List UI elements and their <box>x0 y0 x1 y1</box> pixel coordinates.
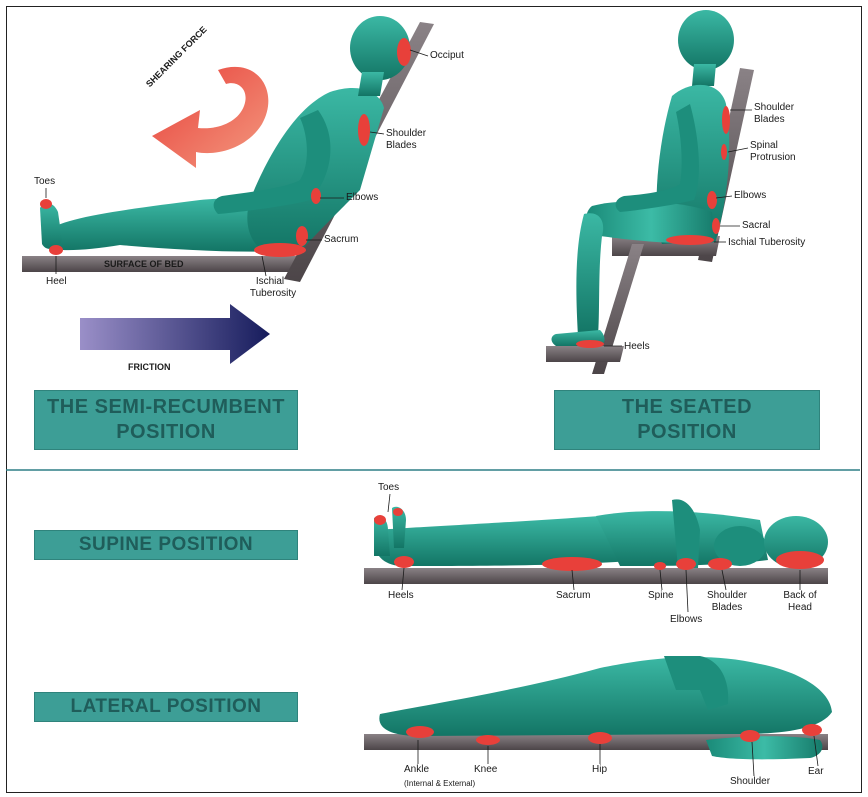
lateral-shoulder-label: Shoulder <box>730 776 770 788</box>
seated-heels-label: Heels <box>624 341 650 353</box>
seated-title-line1: THE SEATED <box>554 395 820 420</box>
semi-elbows-label: Elbows <box>346 192 378 204</box>
supine-sacrum-label: Sacrum <box>556 590 590 602</box>
friction-arrow <box>80 304 270 364</box>
seated-ischial-label: Ischial Tuberosity <box>728 237 805 249</box>
semi-recumbent-title: THE SEMI-RECUMBENT POSITION <box>34 390 298 450</box>
supine-elbows-label: Elbows <box>670 614 702 626</box>
semi-shoulder-label-2: Blades <box>386 140 417 152</box>
supine-figure <box>364 494 828 612</box>
seated-shoulder-label-2: Blades <box>754 114 785 126</box>
lateral-title-text: LATERAL POSITION <box>34 692 298 722</box>
semi-recumbent-figure <box>22 16 434 364</box>
semi-title-line2: POSITION <box>34 420 298 445</box>
semi-ischial-label-1: Ischial <box>252 276 288 288</box>
lateral-figure <box>364 656 832 776</box>
supine-back-label-1: Back of <box>776 590 824 602</box>
lateral-ear-label: Ear <box>808 766 824 778</box>
lateral-ankle-note: (Internal & External) <box>404 778 475 790</box>
lateral-knee-label: Knee <box>474 764 497 776</box>
supine-title-text: SUPINE POSITION <box>34 530 298 560</box>
semi-heel-label: Heel <box>46 276 67 288</box>
semi-toes-label: Toes <box>34 176 55 188</box>
supine-shoulder-label-2: Blades <box>702 602 752 614</box>
seated-title-line2: POSITION <box>554 420 820 445</box>
semi-title-line1: THE SEMI-RECUMBENT <box>34 395 298 420</box>
semi-shoulder-label-1: Shoulder <box>386 128 426 140</box>
seated-elbows-label: Elbows <box>734 190 766 202</box>
seated-sacral-label: Sacral <box>742 220 770 232</box>
occiput-label: Occiput <box>430 50 464 62</box>
surface-of-bed-label: SURFACE OF BED <box>104 259 184 269</box>
lateral-hip-label: Hip <box>592 764 607 776</box>
semi-ischial-label-2: Tuberosity <box>246 288 300 300</box>
friction-label: FRICTION <box>128 362 171 372</box>
supine-back-label-2: Head <box>776 602 824 614</box>
supine-spine-label: Spine <box>648 590 674 602</box>
seated-shoulder-label-1: Shoulder <box>754 102 794 114</box>
supine-title: SUPINE POSITION <box>34 530 298 560</box>
supine-shoulder-label-1: Shoulder <box>702 590 752 602</box>
semi-sacrum-label: Sacrum <box>324 234 358 246</box>
lateral-ankle-label: Ankle <box>404 764 429 776</box>
seated-spinal-label-1: Spinal <box>750 140 778 152</box>
lateral-title: LATERAL POSITION <box>34 692 298 722</box>
seated-spinal-label-2: Protrusion <box>750 152 796 164</box>
supine-heels-label: Heels <box>388 590 414 602</box>
supine-toes-label: Toes <box>378 482 399 494</box>
shearing-force-arrow <box>152 67 268 168</box>
seated-title: THE SEATED POSITION <box>554 390 820 450</box>
seated-figure <box>546 10 754 374</box>
